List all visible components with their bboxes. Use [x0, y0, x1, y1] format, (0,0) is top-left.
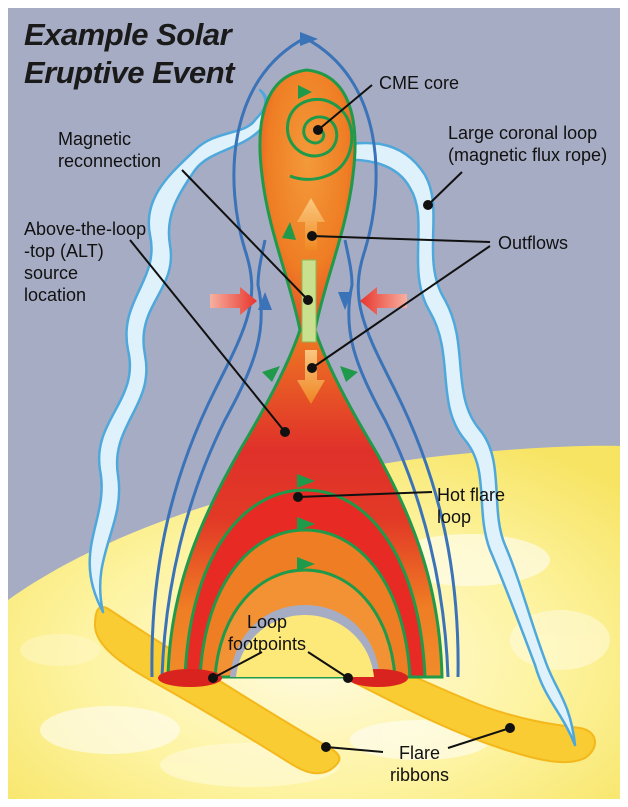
label-magnetic-reconnection: Magnetic reconnection — [58, 128, 161, 172]
label-above-the-loop-top: Above-the-loop -top (ALT) source locatio… — [24, 218, 146, 306]
label-flare-ribbons: Flare ribbons — [390, 742, 449, 786]
label-outflows: Outflows — [498, 232, 568, 254]
label-large-coronal-loop: Large coronal loop (magnetic flux rope) — [448, 122, 607, 166]
title-line-2: Eruptive Event — [24, 54, 234, 92]
title-line-1: Example Solar — [24, 16, 234, 54]
label-cme-core: CME core — [379, 72, 459, 94]
label-loop-footpoints: Loop footpoints — [228, 611, 306, 655]
diagram-title: Example Solar Eruptive Event — [24, 16, 234, 92]
label-hot-flare-loop: Hot flare loop — [437, 484, 505, 528]
